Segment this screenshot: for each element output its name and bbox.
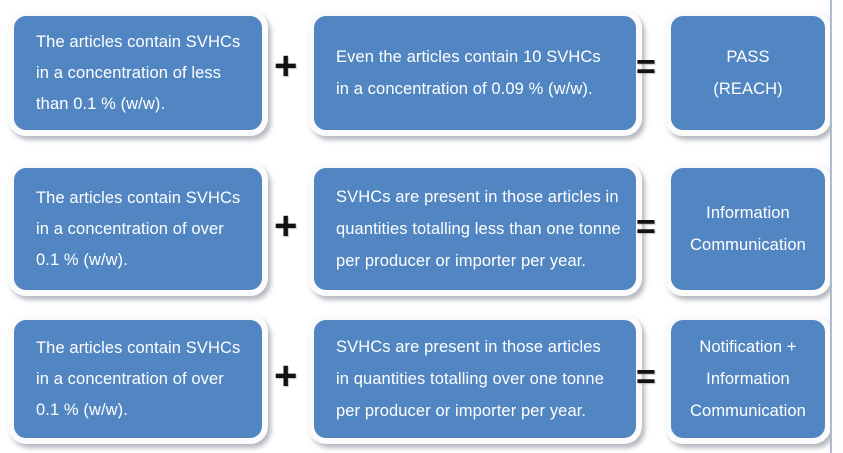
detail-box-row-1: Even the articles contain 10 SVHCs in a … <box>308 10 642 136</box>
outcome-line: PASS <box>726 48 770 66</box>
condition-line: The articles contain SVHCs <box>36 338 241 357</box>
plus-operator-icon: + <box>274 44 298 88</box>
outcome-box-row-2: Information Communication <box>665 162 831 296</box>
detail-line: in a concentration of 0.09 % (w/w). <box>336 80 593 98</box>
condition-line: in a concentration of less <box>36 63 222 82</box>
plus-operator-icon: + <box>274 354 298 398</box>
right-edge-rule <box>830 0 832 453</box>
condition-box-row-3: The articles contain SVHCs in a concentr… <box>8 314 268 444</box>
outcome-line: Communication <box>690 402 806 420</box>
detail-box-row-3: SVHCs are present in those articles in q… <box>308 314 642 444</box>
equals-operator-icon: = <box>636 208 656 246</box>
diagram-row-1: The articles contain SVHCs in a concentr… <box>0 0 843 150</box>
detail-line: SVHCs are present in those articles <box>336 338 601 356</box>
condition-line: 0.1 % (w/w). <box>36 400 128 419</box>
condition-line: in a concentration of over <box>36 369 224 388</box>
outcome-line: (REACH) <box>713 80 783 98</box>
condition-line: than 0.1 % (w/w). <box>36 94 166 113</box>
condition-box-row-1: The articles contain SVHCs in a concentr… <box>8 10 268 136</box>
detail-line: SVHCs are present in those articles in <box>336 188 619 206</box>
right-margin <box>832 0 843 453</box>
detail-box-row-2: SVHCs are present in those articles in q… <box>308 162 642 296</box>
outcome-line: Communication <box>690 236 806 254</box>
detail-line: in quantities totalling over one tonne <box>336 370 604 388</box>
plus-operator-icon: + <box>274 204 298 248</box>
outcome-box-row-3: Notification + Information Communication <box>665 314 831 444</box>
outcome-line: Information <box>706 370 790 388</box>
condition-box-row-2: The articles contain SVHCs in a concentr… <box>8 162 268 296</box>
outcome-line: Information <box>706 204 790 222</box>
detail-line: per producer or importer per year. <box>336 402 587 420</box>
detail-line: quantities totalling less than one tonne <box>336 220 621 238</box>
diagram-row-3: The articles contain SVHCs in a concentr… <box>0 306 843 453</box>
detail-line: per producer or importer per year. <box>336 252 587 270</box>
condition-line: 0.1 % (w/w). <box>36 250 128 269</box>
condition-line: The articles contain SVHCs <box>36 32 241 51</box>
condition-line: in a concentration of over <box>36 219 224 238</box>
equals-operator-icon: = <box>636 48 656 86</box>
condition-line: The articles contain SVHCs <box>36 188 241 207</box>
detail-line: Even the articles contain 10 SVHCs <box>336 48 601 66</box>
equals-operator-icon: = <box>636 358 656 396</box>
outcome-line: Notification + <box>699 338 797 356</box>
diagram-row-2: The articles contain SVHCs in a concentr… <box>0 152 843 304</box>
outcome-box-row-1: PASS (REACH) <box>665 10 831 136</box>
